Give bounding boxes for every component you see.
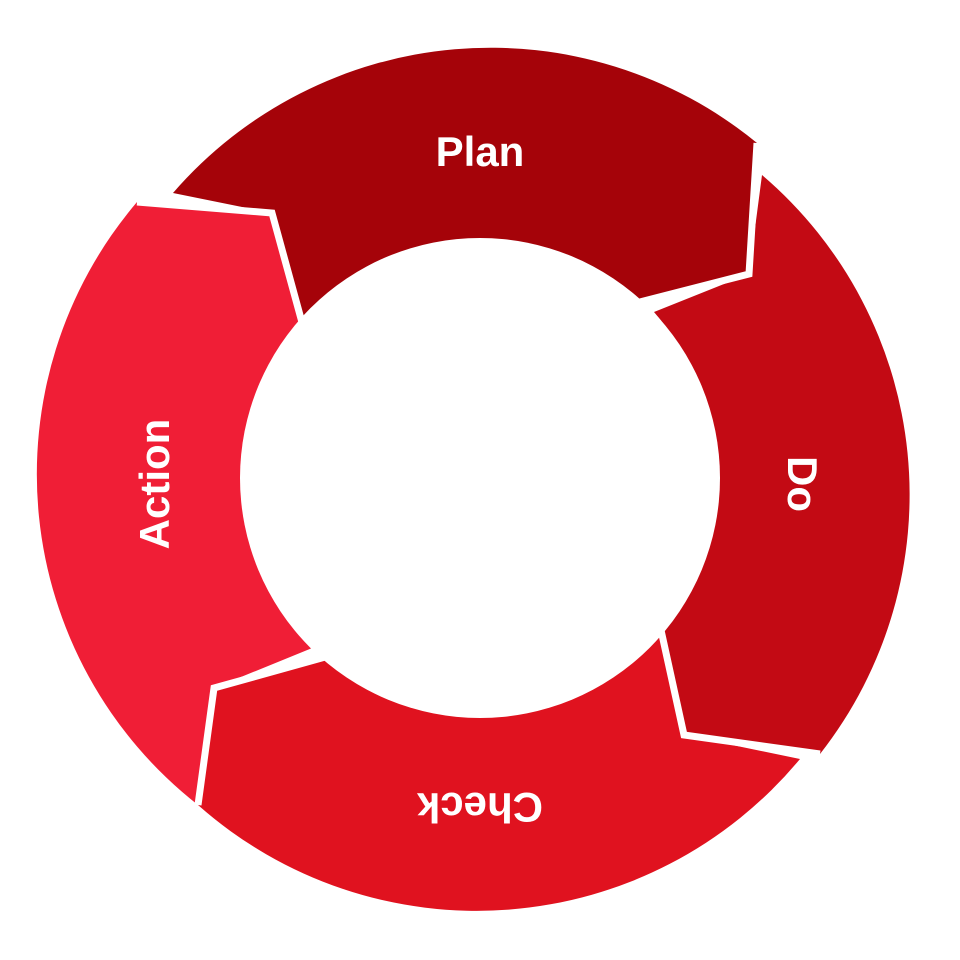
segment-plan bbox=[173, 47, 757, 337]
do-label: Do bbox=[779, 456, 826, 512]
segment-action bbox=[36, 202, 323, 805]
separator-do-check bbox=[655, 620, 821, 758]
plan-label: Plan bbox=[436, 128, 525, 175]
segment-do-arrow bbox=[654, 175, 910, 754]
separator-check-action bbox=[194, 650, 337, 806]
action-label: Action bbox=[131, 419, 178, 550]
center-hole bbox=[240, 238, 720, 718]
segment-check bbox=[198, 621, 800, 911]
segment-action-arrow bbox=[36, 202, 323, 805]
segment-do bbox=[654, 175, 910, 754]
separator-plan-do bbox=[623, 142, 761, 310]
segment-plan-arrow bbox=[173, 47, 757, 337]
segment-check-arrow bbox=[198, 621, 800, 911]
separator-action-plan bbox=[136, 198, 310, 338]
segment-separators bbox=[136, 142, 821, 806]
check-label: Check bbox=[416, 784, 543, 831]
